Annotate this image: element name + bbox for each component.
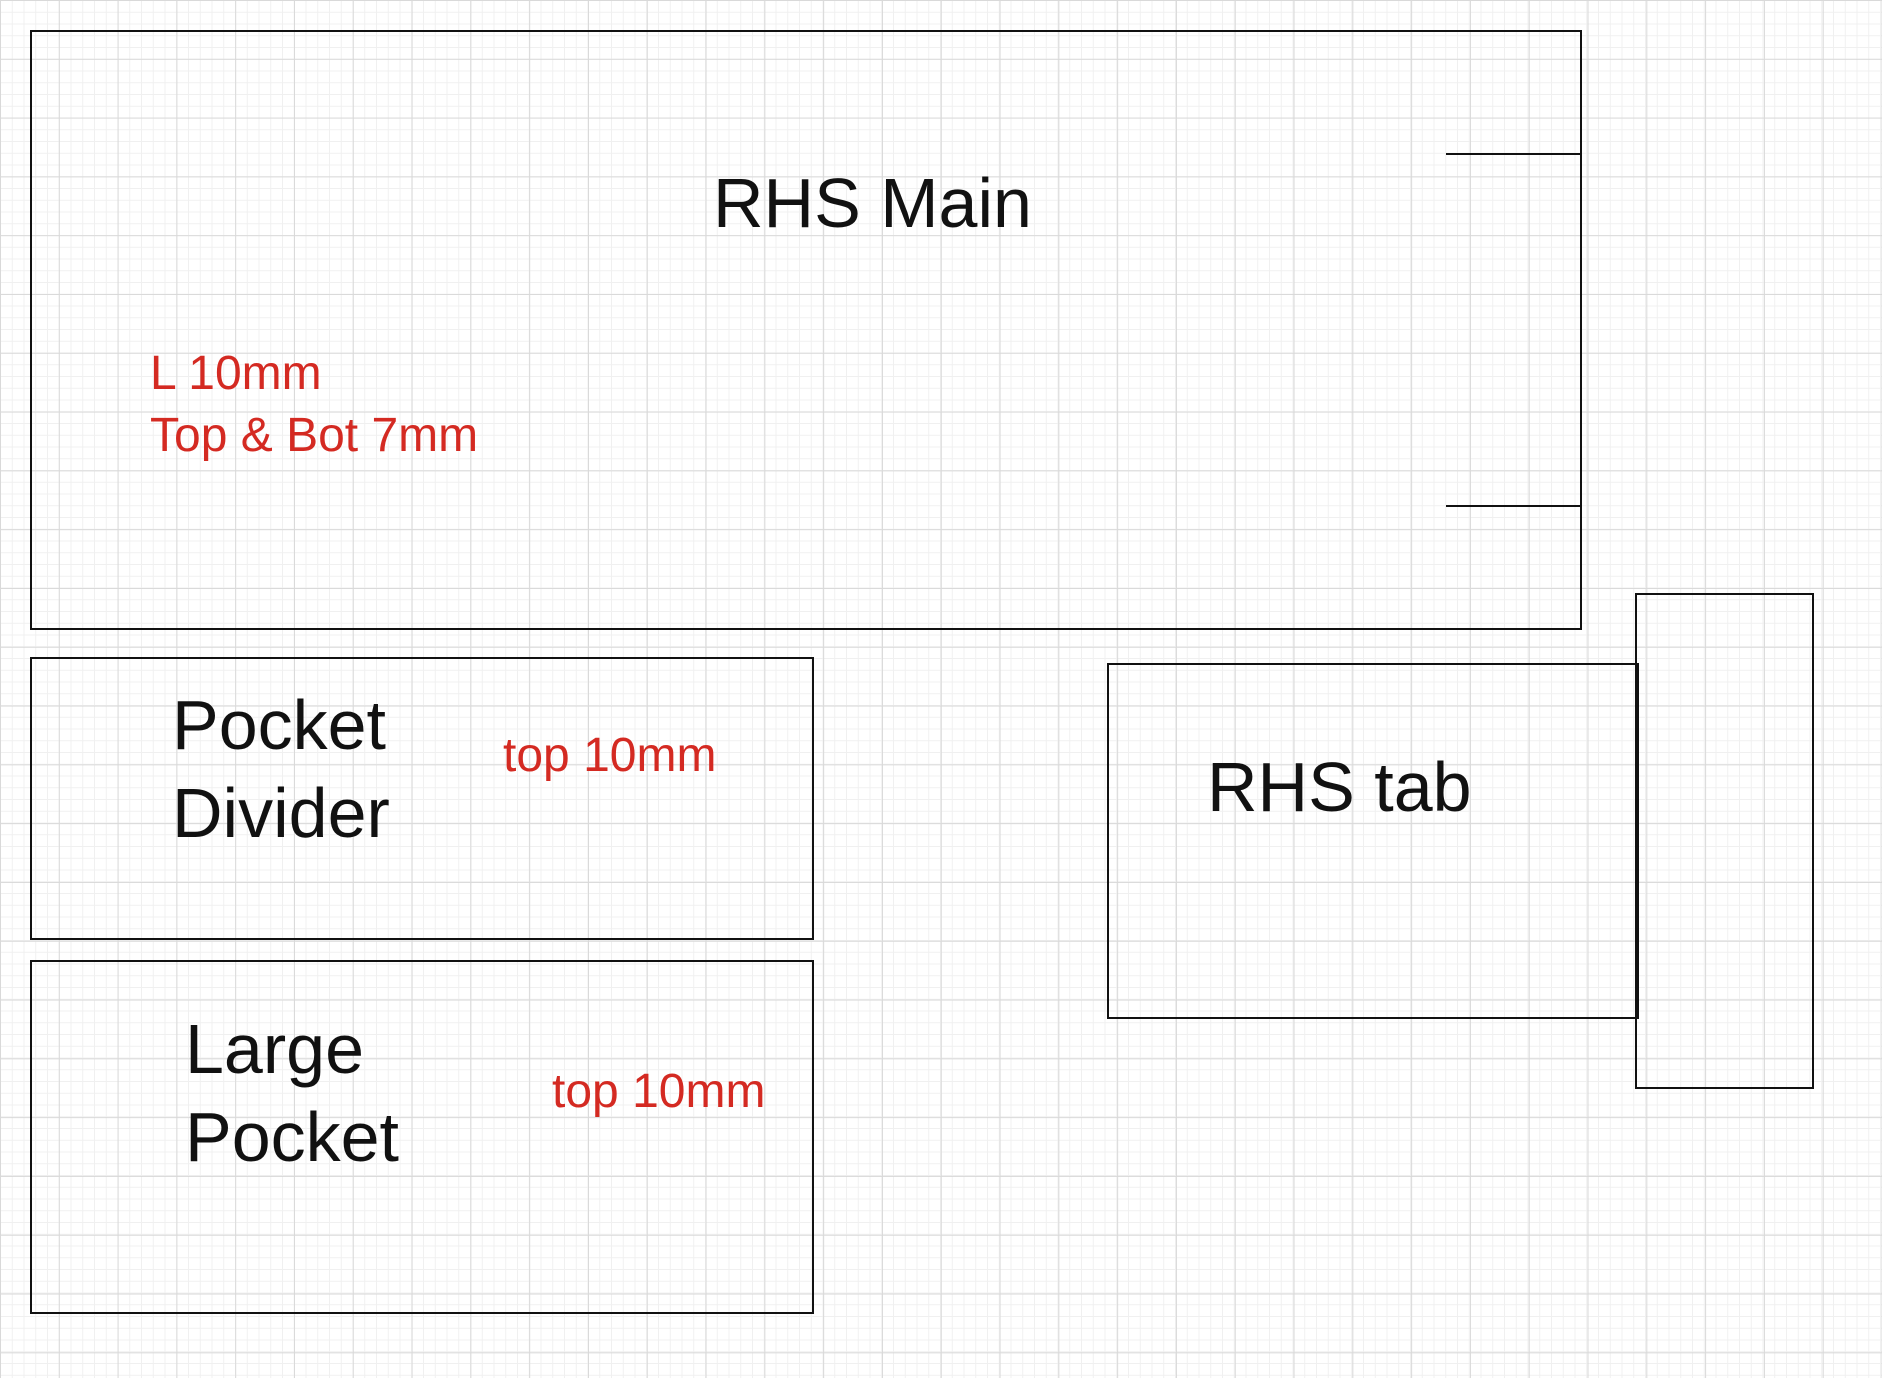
rhs-main-lower-marker-line <box>1446 505 1580 507</box>
rhs-tab-piece <box>1107 663 1639 1019</box>
rhs-main-title: RHS Main <box>713 164 1032 242</box>
rhs-main-left-allowance-note: L 10mm <box>150 347 322 400</box>
rhs-main-topbot-allowance-note: Top & Bot 7mm <box>150 409 479 462</box>
pocket-divider-allowance-note: top 10mm <box>503 729 717 782</box>
pocket-divider-title-line2: Divider <box>172 774 390 852</box>
rhs-tab-end-strip <box>1635 593 1814 1089</box>
rhs-main-piece <box>30 30 1582 630</box>
large-pocket-allowance-note: top 10mm <box>552 1065 766 1118</box>
pocket-divider-title-line1: Pocket <box>172 686 386 764</box>
large-pocket-title-line2: Pocket <box>185 1098 399 1176</box>
large-pocket-title-line1: Large <box>185 1010 365 1088</box>
pocket-divider-piece <box>30 657 814 940</box>
rhs-main-upper-marker-line <box>1446 153 1580 155</box>
large-pocket-piece <box>30 960 814 1314</box>
rhs-tab-title: RHS tab <box>1207 748 1472 826</box>
